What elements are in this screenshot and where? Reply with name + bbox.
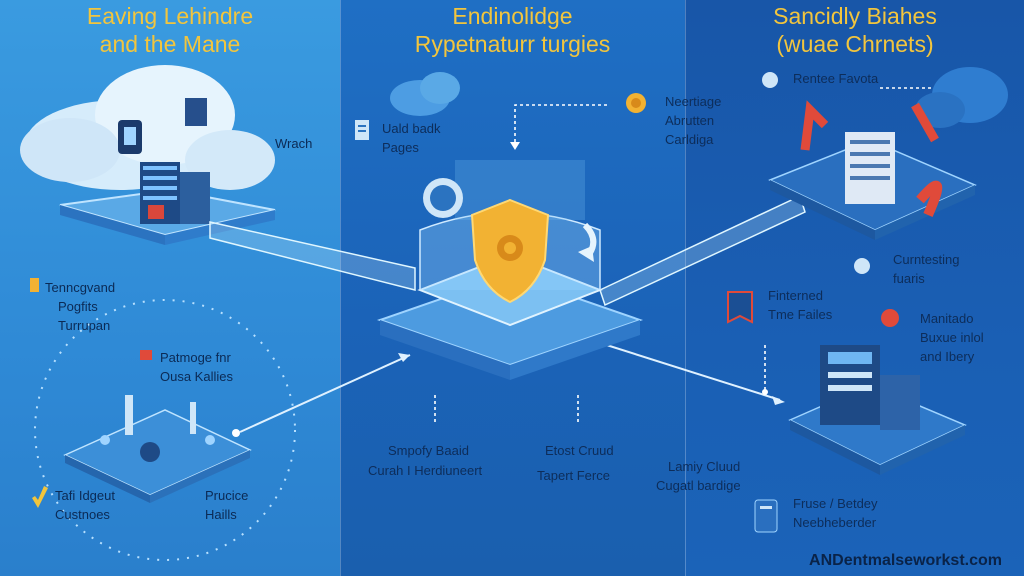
label-neertiage: Neertiage [665, 94, 722, 109]
network-ring [34, 299, 296, 561]
label-patmoge: Patmoge fnr [160, 350, 231, 365]
label-prucice: Prucice [205, 488, 249, 503]
gauge-icon [423, 178, 463, 218]
label-rentee-favota: Rentee Favota [793, 71, 879, 86]
label-and-ibery: and Ibery [920, 349, 975, 364]
label-fruse-betdey: Fruse / Betdey [793, 496, 878, 511]
middle-title-line1: Endinolidge [452, 3, 573, 29]
datacenter-platform [788, 345, 967, 475]
panel-divider [340, 0, 341, 576]
label-tafi-idgeut: Tafi Idgeut [55, 488, 115, 503]
label-curntesting: Curntesting [893, 252, 960, 267]
cloud-icon [915, 67, 1008, 128]
label-turrupan: Turrupan [58, 318, 111, 333]
arrow-icon [800, 100, 943, 218]
building-platform [768, 132, 977, 240]
label-fuaris: fuaris [893, 271, 925, 286]
refresh-arrow-icon [578, 222, 597, 262]
bullet-icon [30, 278, 152, 508]
label-pogfits: Pogfits [58, 299, 98, 314]
label-custnoes: Custnoes [55, 507, 110, 522]
panel-divider [685, 0, 686, 576]
left-title-line1: Eaving Lehindre [86, 3, 254, 29]
label-curah-herdiuneert: Curah I Herdiuneert [368, 463, 483, 478]
label-wrach: Wrach [275, 136, 313, 151]
label-pages: Pages [382, 140, 419, 155]
data-flow-ribbon [209, 194, 806, 437]
label-ousa-kallies: Ousa Kallies [160, 369, 233, 384]
right-title-line2: (wuae Chrnets) [776, 31, 934, 57]
shield-icon [470, 198, 550, 304]
folder-icon [727, 291, 753, 324]
label-lamiy-cluud: Lamiy Cluud [668, 459, 741, 474]
coin-icon [626, 93, 646, 113]
label-buxue-inlol: Buxue inlol [920, 330, 984, 345]
right-title-line1: Sancidly Biahes [773, 3, 937, 29]
gear-icon [762, 72, 899, 327]
label-cugatl-bardige: Cugatl bardige [656, 478, 741, 493]
connector-dashed [434, 87, 940, 425]
label-tenncgvand: Tenncgvand [45, 280, 116, 295]
middle-title-line2: Rypetnaturr turgies [414, 31, 611, 57]
cloud-icon [390, 72, 460, 116]
label-uald-badk: Uald badk [382, 121, 441, 136]
label-manitado: Manitado [920, 311, 974, 326]
label-smpofy-baaid: Smpofy Baaid [388, 443, 469, 458]
brand-watermark: ANDentmalseworkst.com [809, 552, 1002, 569]
label-neebheberder: Neebheberder [793, 515, 877, 530]
label-carldiga: Carldiga [665, 132, 714, 147]
label-tme-failes: Tme Failes [768, 307, 833, 322]
label-tapert-ferce: Tapert Ferce [537, 468, 610, 483]
server-rack-icon [118, 98, 210, 224]
label-abrutten: Abrutten [665, 113, 715, 128]
label-etost-cruud: Etost Cruud [545, 443, 614, 458]
document-icon [355, 120, 369, 140]
label-finterned: Finterned [768, 288, 823, 303]
left-title-line2: and the Mane [99, 31, 241, 57]
label-haills: Haills [205, 507, 237, 522]
iot-platform [63, 395, 252, 503]
server-icon [754, 499, 778, 533]
